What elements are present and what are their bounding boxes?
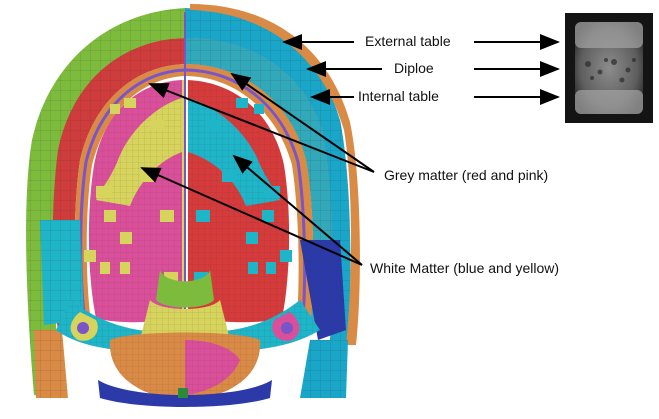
internal-table-label: Internal table xyxy=(358,88,439,104)
external-table-label: External table xyxy=(365,33,451,49)
white-matter-label: White Matter (blue and yellow) xyxy=(370,260,559,276)
ct-sample-image xyxy=(565,13,653,123)
diploe-label: Diploe xyxy=(394,60,434,76)
grey-matter-label: Grey matter (red and pink) xyxy=(384,167,548,183)
